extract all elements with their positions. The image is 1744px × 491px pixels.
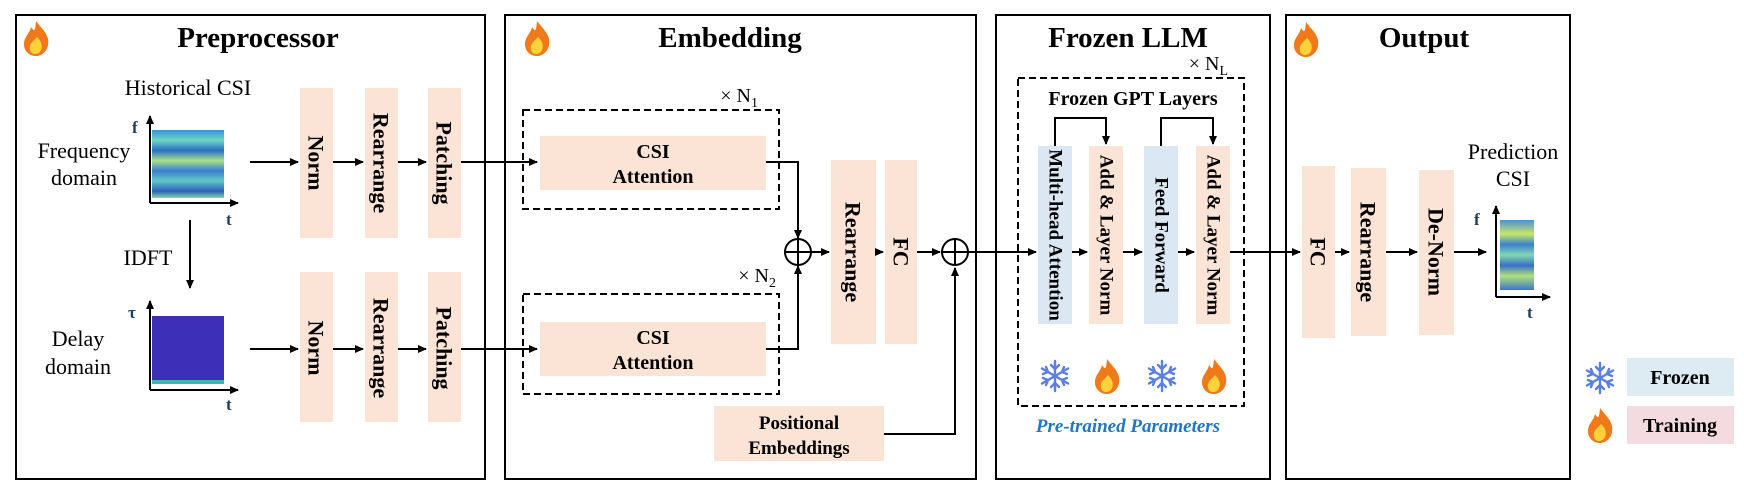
rearrange-label-output: Rearrange — [1356, 202, 1381, 302]
frequency-domain-label-2: domain — [51, 165, 117, 190]
fc-label-output: FC — [1306, 237, 1331, 266]
historical-csi-label: Historical CSI — [125, 75, 252, 100]
attention-repeat-box-bottom — [522, 293, 780, 395]
freq-axis-x-label: t — [226, 210, 232, 229]
rearrange-block-top — [365, 88, 398, 238]
add-layer-norm-block-1 — [1089, 146, 1123, 324]
positional-label-2: Embeddings — [748, 438, 849, 459]
de-norm-block — [1419, 170, 1454, 335]
multi-head-attention-block — [1038, 146, 1072, 324]
prediction-axis-y-label: f — [1474, 210, 1480, 229]
rearrange-block-embedding — [831, 160, 876, 344]
csi-attention-block-bottom — [540, 322, 766, 376]
sum-node-1 — [784, 238, 812, 266]
embedding-panel — [504, 14, 977, 480]
prediction-csi-label-1: Prediction — [1468, 139, 1558, 164]
csi-attention-label-bottom-1: CSI — [636, 327, 670, 349]
preprocessor-panel — [15, 14, 486, 480]
norm-label-top: Norm — [304, 136, 329, 191]
norm-block-top — [300, 88, 333, 238]
add-layer-norm-block-2 — [1196, 146, 1230, 324]
section-title-frozen-llm: Frozen LLM — [1048, 22, 1208, 54]
norm-block-bottom — [300, 272, 333, 422]
training-legend-swatch — [1627, 406, 1734, 444]
rearrange-label-top: Rearrange — [369, 113, 394, 213]
rearrange-block-output — [1351, 168, 1386, 336]
repeat-n2-label: × N2 — [738, 265, 776, 291]
gpt-layers-label: Frozen GPT Layers — [1048, 88, 1217, 110]
pretrained-parameters-label: Pre-trained Parameters — [1035, 416, 1220, 437]
rearrange-label-embedding: Rearrange — [841, 202, 866, 302]
section-title-preprocessor: Preprocessor — [177, 22, 339, 54]
flame-icon — [1588, 408, 1613, 443]
csi-attention-label-top-2: Attention — [612, 166, 693, 188]
attention-repeat-box-top — [522, 109, 780, 210]
prediction-axis-x-label: t — [1527, 303, 1533, 322]
repeat-nl-label: × NL — [1189, 53, 1228, 79]
frequency-heatmap — [152, 130, 224, 198]
delay-domain-label-1: Delay — [52, 326, 105, 351]
norm-label-bottom: Norm — [304, 321, 329, 376]
fc-block-output — [1302, 166, 1335, 338]
training-legend-label: Training — [1643, 415, 1717, 437]
patching-block-bottom — [428, 272, 461, 422]
flame-icon — [1294, 22, 1319, 57]
delay-heatmap — [152, 316, 224, 384]
delay-axis-y-label: τ — [128, 303, 136, 322]
csi-attention-label-bottom-2: Attention — [612, 352, 693, 374]
de-norm-label: De-Norm — [1424, 208, 1449, 296]
repeat-n1-label: × N1 — [720, 85, 758, 111]
prediction-heatmap — [1500, 220, 1534, 290]
add-layer-norm-label-2: Add & Layer Norm — [1203, 155, 1224, 316]
freq-axis-y-label: f — [132, 118, 138, 137]
gpt-layers-repeat-box — [1017, 77, 1245, 407]
frozen-llm-panel — [995, 14, 1271, 480]
frozen-legend-swatch — [1627, 358, 1734, 396]
feed-forward-label: Feed Forward — [1151, 177, 1172, 293]
snowflake-icon — [1040, 359, 1070, 393]
csi-attention-label-top-1: CSI — [636, 141, 670, 163]
csi-attention-block-top — [540, 136, 766, 190]
flame-icon — [1202, 359, 1227, 394]
snowflake-icon — [1585, 361, 1615, 395]
rearrange-label-bottom: Rearrange — [369, 298, 394, 398]
feed-forward-block — [1144, 146, 1178, 324]
patching-label-top: Patching — [432, 121, 457, 204]
idft-label: IDFT — [124, 245, 173, 270]
section-title-output: Output — [1379, 22, 1470, 54]
delay-domain-label-2: domain — [45, 354, 111, 379]
frozen-legend-label: Frozen — [1650, 367, 1710, 389]
positional-embeddings-block — [714, 406, 884, 461]
snowflake-icon — [1147, 359, 1177, 393]
frequency-domain-label-1: Frequency — [38, 138, 131, 163]
rearrange-block-bottom — [365, 272, 398, 422]
multi-head-attention-label: Multi-head Attention — [1045, 149, 1066, 321]
positional-label-1: Positional — [759, 413, 839, 434]
patching-block-top — [428, 88, 461, 238]
prediction-csi-label-2: CSI — [1496, 166, 1530, 191]
section-title-embedding: Embedding — [658, 22, 802, 54]
flame-icon — [24, 21, 49, 56]
fc-block-embedding — [885, 160, 917, 344]
patching-label-bottom: Patching — [432, 306, 457, 389]
sum-node-2 — [941, 238, 969, 266]
fc-label-embedding: FC — [889, 237, 914, 266]
flame-icon — [1095, 359, 1120, 394]
delay-axis-x-label: t — [226, 395, 232, 414]
output-panel — [1285, 14, 1571, 480]
flame-icon — [525, 21, 550, 56]
add-layer-norm-label-1: Add & Layer Norm — [1096, 155, 1117, 316]
